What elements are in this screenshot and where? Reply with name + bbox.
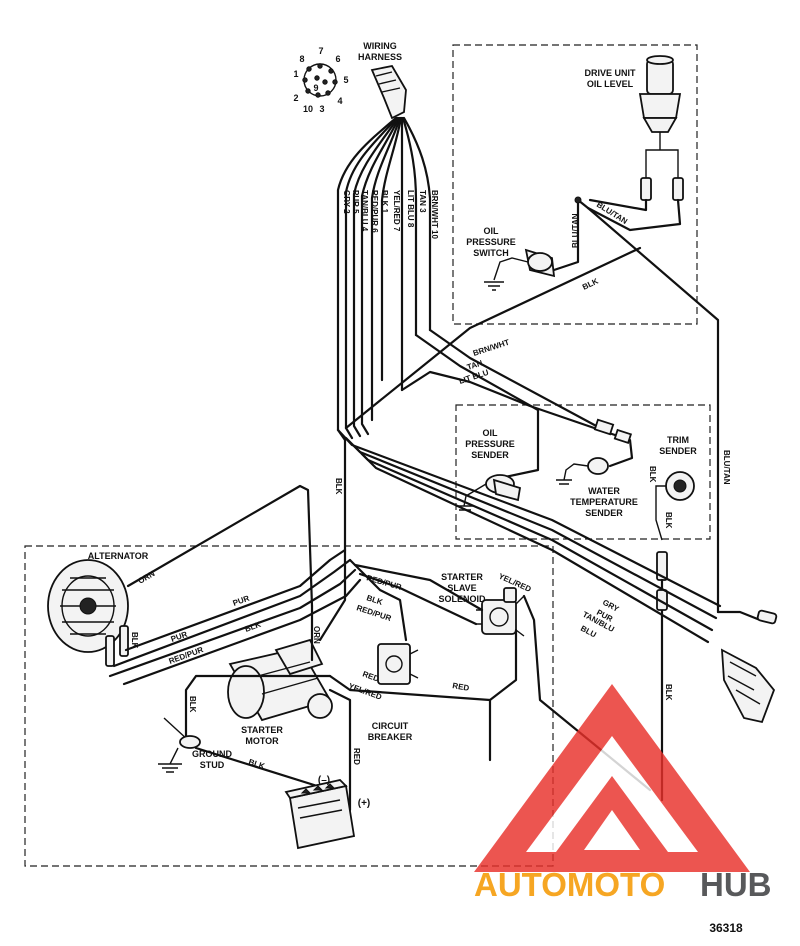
pin-4: 4 [337,96,342,106]
wire-tag-orn-starter: ORN [312,626,321,644]
water-temp-label-line1: WATER [588,486,620,496]
wire-tag-blu-tan-switch: BLU/TAN [571,213,580,248]
harness-wire-red-pur: RED/PUR 6 [370,190,379,233]
pin-7: 7 [318,46,323,56]
drive-unit-label-line2: OIL LEVEL [587,79,634,89]
harness-wire-gry: GRY 2 [342,190,351,214]
wire-tag-blk-right: BLK [664,684,673,701]
wire-tag-yel-red-breaker: YEL/RED [347,681,383,701]
ground-stud-label-line2: STUD [200,760,225,770]
drive-unit-region [452,44,698,325]
warning-triangle-icon [474,684,750,872]
wire-tag-blu-tan-right: BLU/TAN [722,450,731,485]
pin-5: 5 [343,75,348,85]
drive-unit-oil-level [638,55,684,201]
harness-wire-pur: PUR 5 [351,190,360,214]
oil-pressure-switch [484,248,556,291]
circuit-breaker-label-line1: CIRCUIT [372,721,409,731]
oil-switch-label-line3: SWITCH [473,248,509,258]
power-wires [184,604,492,812]
starter-motor-label-line2: MOTOR [245,736,279,746]
slave-solenoid-label-line2: SLAVE [447,583,476,593]
pin-10: 10 [303,104,313,114]
wire-tag-red-right: RED [452,681,470,693]
water-temp-label-line3: SENDER [585,508,623,518]
figure-number: 36318 [709,921,743,935]
battery-negative-label: (–) [318,775,330,786]
wire-tag-blk-ground: BLK [188,696,197,713]
harness-wire-yel-red: YEL/RED 7 [392,190,401,232]
wire-tag-blk-switch: BLK [581,276,600,291]
alternator-wires [108,484,362,686]
oil-switch-label-line1: OIL [484,226,500,236]
pin-8: 8 [299,54,304,64]
sender-bundle [400,328,634,480]
pin-3: 3 [319,104,324,114]
wire-tag-blk-center: BLK [334,478,343,495]
starter-motor-label-line1: STARTER [241,725,283,735]
watermark-brand-part1: AUTOMOTO [474,866,665,903]
harness-wire-brn-wht: BRN/WHT 10 [430,190,439,239]
wire-tag-red-pur-mid2: RED/PUR [355,603,392,623]
wire-tag-brn-wht: BRN/WHT [472,338,511,358]
harness-pinout [302,63,338,98]
harness-wire-tan: TAN 3 [418,190,427,213]
oil-sender-label-line2: PRESSURE [465,439,515,449]
harness-title-line1: WIRING [363,41,397,51]
oil-sender-label-line1: OIL [483,428,499,438]
pin-2: 2 [293,93,298,103]
wire-tag-red-battery: RED [352,748,361,765]
drive-unit-wires [344,196,720,614]
harness-wire-bundle [336,116,432,442]
sender-region [455,404,711,540]
starter-motor [227,638,333,722]
mid-wires [328,558,652,792]
starter-slave-solenoid [476,587,525,637]
wire-tag-blk-trim: BLK [648,466,657,483]
wire-tag-blk-battery: BLK [247,757,266,771]
alternator-label: ALTERNATOR [88,551,149,561]
slave-solenoid-label-line1: STARTER [441,572,483,582]
ground-stud [158,717,201,773]
ground-stud-label-line1: GROUND [192,749,232,759]
circuit-breaker-label-line2: BREAKER [368,732,413,742]
alternator [47,559,129,667]
drive-unit-label-line1: DRIVE UNIT [584,68,636,78]
wire-tag-blk-trim-lower: BLK [664,512,673,529]
water-temp-sender [556,457,609,485]
pin-1: 1 [293,69,298,79]
watermark-brand-part2: HUB [700,866,772,903]
pin-9: 9 [313,83,318,93]
water-temp-label-line2: TEMPERATURE [570,497,638,507]
harness-wire-tan-blu: TAN/BLU 4 [360,190,369,232]
main-bundle [318,428,722,644]
trim-sender-label-line2: SENDER [659,446,697,456]
wire-tag-blk-alt: BLK [244,620,263,634]
oil-switch-label-line2: PRESSURE [466,237,516,247]
wire-tag-red-pur-mid: RED/PUR [365,573,402,592]
trim-sender-label-line1: TRIM [667,435,689,445]
harness-wire-lit-blu: LIT BLU 8 [406,190,415,228]
harness-title-line2: HARNESS [358,52,402,62]
engine-region [24,545,554,867]
wire-tag-blu: BLU [579,624,598,640]
circuit-breaker [377,643,419,685]
battery [284,779,356,850]
oil-sender-label-line3: SENDER [471,450,509,460]
watermark-logo: AUTOMOTO HUB [474,684,772,903]
wire-tag-blk-alt2: BLK [130,632,139,649]
wire-tag-blk-mid: BLK [365,593,384,607]
battery-positive-label: (+) [358,798,371,809]
harness-plug [370,64,407,120]
harness-wire-blk: BLK 1 [380,190,389,214]
pin-6: 6 [335,54,340,64]
boat-harness-plug [716,609,778,724]
